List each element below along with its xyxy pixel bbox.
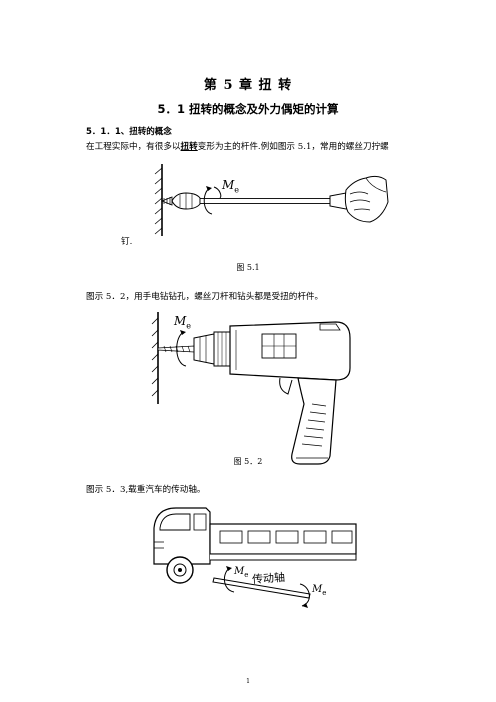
paragraph-3: 图示 5．3,载重汽车的传动轴。 [86, 485, 206, 495]
figure-3-shaft-label: 传动轴 [251, 570, 286, 587]
figure-1-moment-label: Me [222, 178, 239, 194]
figure-2-moment-subscript: e [186, 321, 192, 331]
figure-2-moment-symbol: M [174, 314, 187, 328]
figure-screwdriver [154, 164, 389, 236]
page-number: 1 [246, 678, 250, 685]
section-title: 5．1 扭转的概念及外力偶矩的计算 [157, 102, 339, 116]
figure-3-moment-symbol-right: M [312, 584, 323, 595]
paragraph-1-text-after: 变形为主的杆件.例如图示 5.1，常用的螺丝刀拧螺 [197, 142, 389, 152]
figure-1-moment-symbol: M [222, 178, 235, 192]
figure-3-moment-symbol-left: M [234, 566, 245, 577]
paragraph-1: 在工程实际中，有很多以扭转变形为主的杆件.例如图示 5.1，常用的螺丝刀拧螺 [86, 141, 389, 153]
figure-1-caption: 图 5.1 [236, 263, 260, 272]
paragraph-1-text-before: 在工程实际中，有很多以 [86, 142, 181, 152]
figure-3-moment-subscript-right: e [322, 589, 327, 597]
chapter-title: 第 5 章 扭 转 [203, 78, 293, 93]
figure-2-moment-label: Me [174, 314, 191, 330]
figure-3-moment-label-left: Me [234, 566, 248, 579]
figure-3-moment-label-right: Me [312, 584, 326, 597]
figure-2-caption: 图 5．2 [233, 457, 263, 466]
paragraph-2: 图示 5．2，用手电钻钻孔，螺丝刀杆和钻头都是受扭的杆件。 [86, 292, 324, 302]
figure-3-moment-subscript-left: e [244, 571, 249, 579]
paragraph-1-continuation: 钉. [121, 237, 133, 247]
figure-1-moment-subscript: e [234, 185, 240, 195]
figure-drill [151, 312, 351, 465]
subsection-title: 5．1．1、扭转的概念 [86, 127, 172, 137]
figure-truck [153, 507, 357, 608]
paragraph-1-keyword: 扭转 [180, 142, 198, 152]
